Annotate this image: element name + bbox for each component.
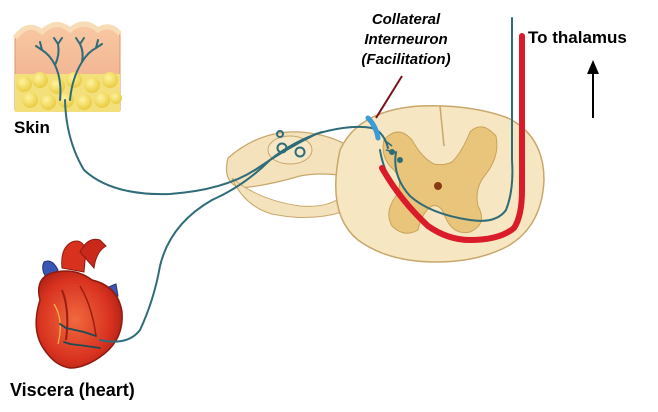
heart — [36, 239, 122, 368]
up-arrow-icon — [587, 60, 599, 118]
skin-block — [15, 24, 122, 112]
viscera-label: Viscera (heart) — [10, 380, 135, 401]
collateral-interneuron-label: Collateral Interneuron (Facilitation) — [344, 10, 468, 70]
to-thalamus-label: To thalamus — [528, 28, 627, 48]
fat-layer — [15, 72, 122, 112]
collateral-label-line1: Collateral — [344, 10, 468, 30]
collateral-label-line2: Interneuron — [344, 30, 468, 50]
central-canal — [434, 182, 442, 190]
collateral-label-line3: (Facilitation) — [344, 50, 468, 70]
skin-label: Skin — [14, 118, 50, 138]
